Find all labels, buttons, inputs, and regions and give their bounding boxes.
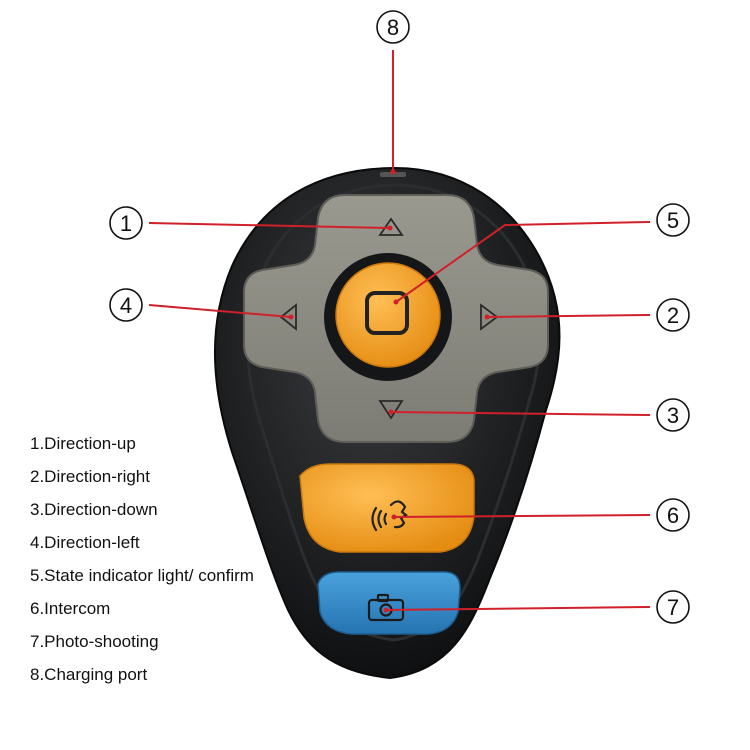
callout-badge-8: 8 bbox=[376, 10, 410, 44]
legend-item: 4.Direction-left bbox=[30, 533, 140, 552]
badge-number: 1 bbox=[120, 211, 132, 236]
badge-number: 6 bbox=[667, 503, 679, 528]
leader-line-3 bbox=[390, 411, 651, 416]
leader-line-5 bbox=[395, 221, 651, 303]
badge-circle bbox=[656, 590, 690, 624]
callout-badge-6: 6 bbox=[656, 498, 690, 532]
leader-dot-3 bbox=[388, 409, 394, 415]
callout-badge-2: 2 bbox=[656, 298, 690, 332]
legend-item: 7.Photo-shooting bbox=[30, 632, 159, 651]
badge-number: 4 bbox=[120, 293, 132, 318]
badge-circle bbox=[656, 298, 690, 332]
callout-badge-7: 7 bbox=[656, 590, 690, 624]
legend-item: 3.Direction-down bbox=[30, 500, 158, 519]
legend-list: 1.Direction-up 2.Direction-right 3.Direc… bbox=[30, 434, 254, 698]
legend-item: 2.Direction-right bbox=[30, 467, 150, 486]
badge-circle bbox=[109, 206, 143, 240]
callout-badge-5: 5 bbox=[656, 203, 690, 237]
speaking-head-icon bbox=[371, 500, 408, 532]
leader-line-2 bbox=[486, 314, 651, 318]
callout-badge-4: 4 bbox=[109, 288, 143, 322]
leader-dot-4 bbox=[288, 314, 294, 320]
leader-dot-5 bbox=[393, 299, 399, 305]
triangle-down-icon bbox=[378, 400, 404, 420]
leader-line-4 bbox=[148, 304, 292, 318]
legend-item: 8.Charging port bbox=[30, 665, 148, 684]
leader-line-1 bbox=[148, 222, 391, 229]
badge-circle bbox=[656, 203, 690, 237]
badge-number: 3 bbox=[667, 403, 679, 428]
triangle-right-icon bbox=[480, 303, 499, 331]
leader-line-7 bbox=[385, 606, 651, 611]
leader-dot-7 bbox=[383, 607, 389, 613]
badge-number: 5 bbox=[667, 208, 679, 233]
confirm-button[interactable] bbox=[335, 262, 441, 368]
photo-button[interactable] bbox=[317, 571, 461, 635]
callout-badge-1: 1 bbox=[109, 206, 143, 240]
rounded-square-icon bbox=[365, 291, 409, 335]
leader-dot-6 bbox=[391, 514, 397, 520]
leader-dot-1 bbox=[387, 225, 393, 231]
legend-item: 6.Intercom bbox=[30, 599, 111, 618]
leader-dot-2 bbox=[484, 314, 490, 320]
leader-dot-8 bbox=[390, 169, 396, 175]
callout-badge-3: 3 bbox=[656, 398, 690, 432]
intercom-button[interactable] bbox=[299, 463, 475, 553]
callout-badges: 8 1 5 4 2 3 6 7 bbox=[109, 10, 690, 624]
leader-line-6 bbox=[393, 514, 651, 518]
badge-number: 8 bbox=[387, 15, 399, 40]
badge-number: 7 bbox=[667, 595, 679, 620]
legend-item: 5.State indicator light/ confirm bbox=[30, 566, 254, 585]
triangle-left-icon bbox=[279, 303, 297, 331]
badge-circle bbox=[376, 10, 410, 44]
badge-circle bbox=[656, 398, 690, 432]
badge-circle bbox=[109, 288, 143, 322]
badge-circle bbox=[656, 498, 690, 532]
legend-item: 1.Direction-up bbox=[30, 434, 136, 453]
badge-number: 2 bbox=[667, 303, 679, 328]
callout-leaders bbox=[148, 50, 651, 613]
